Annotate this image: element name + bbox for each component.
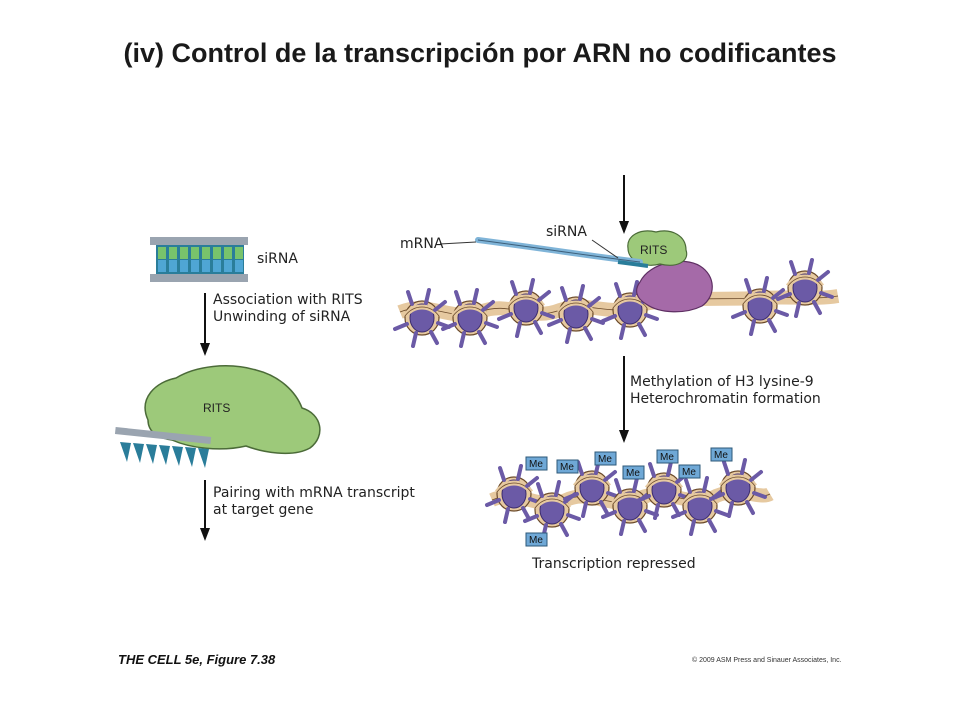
arrow-down-top xyxy=(619,175,629,234)
me-tag: Me xyxy=(678,464,701,479)
svg-text:Me: Me xyxy=(682,467,696,478)
rits-label-left: RITS xyxy=(203,401,230,415)
step1-line2: Unwinding of siRNA xyxy=(213,309,351,325)
figure-reference: THE CELL 5e, Figure 7.38 xyxy=(118,652,276,667)
arrow-step1 xyxy=(200,293,210,356)
step1-line1: Association with RITS xyxy=(213,292,363,308)
heterochromatin-fiber xyxy=(487,460,774,538)
chromatin-fiber xyxy=(395,260,840,346)
result-label: Transcription repressed xyxy=(532,556,696,572)
svg-text:Me: Me xyxy=(529,535,543,546)
sirna-duplex xyxy=(150,237,248,282)
me-tag: Me xyxy=(525,456,548,471)
me-tag: Me xyxy=(710,447,733,462)
svg-text:Me: Me xyxy=(714,450,728,461)
slide-title: (iv) Control de la transcripción por ARN… xyxy=(123,38,837,68)
me-tag: Me xyxy=(525,532,548,547)
me-tag: Me xyxy=(556,459,579,474)
copyright-notice: © 2009 ASM Press and Sinauer Associates,… xyxy=(692,657,842,664)
me-tag: Me xyxy=(656,449,679,464)
step2-line2: at target gene xyxy=(213,502,314,518)
step3-line2: Heterochromatin formation xyxy=(630,391,821,407)
me-tag: Me xyxy=(594,451,617,466)
rits-label-right: RITS xyxy=(640,243,667,257)
svg-text:Me: Me xyxy=(560,462,574,473)
svg-text:Me: Me xyxy=(660,452,674,463)
me-tag: Me xyxy=(622,465,645,480)
arrow-step2 xyxy=(200,480,210,541)
methyl-tags: Me Me Me Me Me Me Me Me xyxy=(525,447,733,547)
svg-text:Me: Me xyxy=(598,454,612,465)
step3-line1: Methylation of H3 lysine-9 xyxy=(630,374,814,390)
svg-text:Me: Me xyxy=(529,459,543,470)
rits-complex-left xyxy=(114,365,321,468)
sirna-label-right: siRNA xyxy=(546,224,587,240)
sirna-label-left: siRNA xyxy=(257,251,298,267)
mrna-label: mRNA xyxy=(400,236,444,252)
arrow-step3 xyxy=(619,356,629,443)
mrna-strand xyxy=(439,237,649,268)
step2-line1: Pairing with mRNA transcript xyxy=(213,485,415,501)
polymerase-blob xyxy=(636,260,713,313)
svg-text:Me: Me xyxy=(626,468,640,479)
